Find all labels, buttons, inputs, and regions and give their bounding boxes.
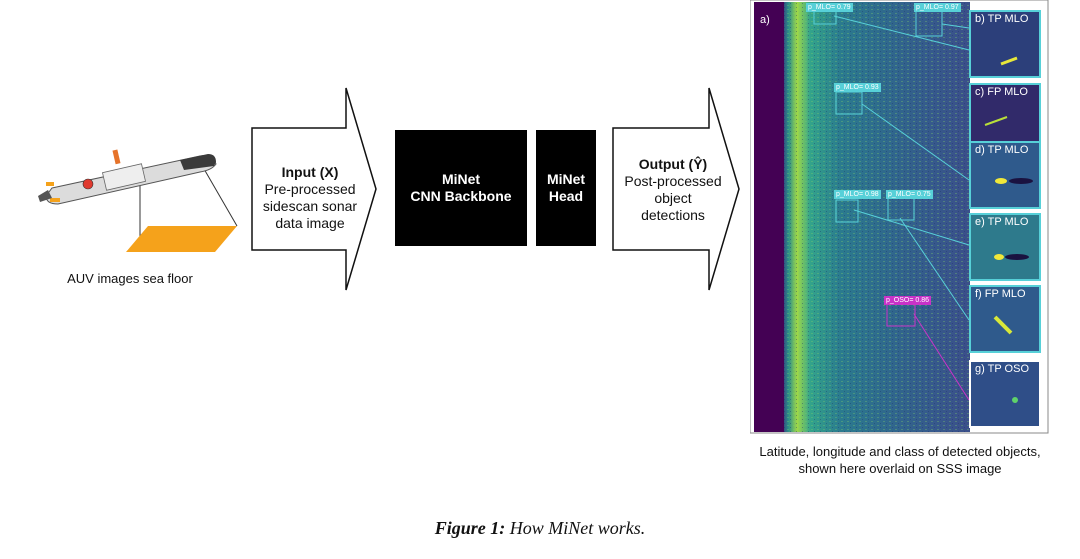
panel-caption-line-2: shown here overlaid on SSS image	[798, 461, 1002, 476]
detection-label: p_MLO= 0.98	[834, 190, 881, 199]
output-arrow-text: Output (Ŷ) Post-processed object detecti…	[615, 156, 731, 224]
auv-caption: AUV images sea floor	[67, 271, 193, 286]
panel-caption: Latitude, longitude and class of detecte…	[726, 443, 1074, 477]
minet-backbone-box: MiNet CNN Backbone	[395, 130, 527, 246]
inset-label: e) TP MLO	[975, 216, 1029, 228]
input-arrow-line-1: Pre-processed	[264, 181, 356, 197]
inset-label: c) FP MLO	[975, 86, 1028, 98]
sea-floor-footprint	[126, 226, 237, 252]
auv-vehicle	[38, 149, 217, 205]
inset-label: f) FP MLO	[975, 288, 1026, 300]
input-arrow-line-3: data image	[275, 215, 345, 231]
head-line-1: MiNet	[546, 171, 586, 187]
detection-label: p_MLO= 0.75	[886, 190, 933, 199]
input-arrow-line-2: sidescan sonar	[262, 198, 358, 214]
output-arrow-line-1: Post-processed	[624, 173, 722, 189]
detection-label: p_OSO= 0.86	[884, 296, 932, 305]
inset-label: d) TP MLO	[975, 144, 1029, 156]
backbone-line-2: CNN Backbone	[410, 188, 512, 204]
inset-e: e) TP MLO	[969, 213, 1041, 281]
output-arrow-title: Output (Ŷ)	[638, 156, 708, 172]
auv-illustration	[38, 149, 238, 252]
figure-caption: Figure 1: How MiNet works.	[0, 518, 1080, 539]
head-line-2: Head	[548, 188, 584, 204]
figure-caption-text: How MiNet works.	[505, 518, 646, 538]
input-arrow-title: Input (X)	[281, 164, 339, 180]
backbone-line-1: MiNet	[441, 171, 481, 187]
inset-label: b) TP MLO	[975, 13, 1029, 25]
figure-caption-prefix: Figure 1:	[434, 518, 506, 538]
inset-label: g) TP OSO	[975, 363, 1030, 375]
inset-d: d) TP MLO	[969, 141, 1041, 209]
input-arrow-text: Input (X) Pre-processed sidescan sonar d…	[254, 164, 366, 232]
detection-label: p_MLO= 0.79	[806, 3, 853, 12]
output-arrow-line-2: object	[654, 190, 692, 206]
inset-c: c) FP MLO	[969, 83, 1041, 151]
inset-g: g) TP OSO	[969, 360, 1041, 428]
output-arrow-line-3: detections	[641, 207, 705, 223]
inset-b: b) TP MLO	[969, 10, 1041, 78]
detection-label: p_MLO= 0.97	[914, 3, 961, 12]
sonar-main-label: a)	[760, 14, 770, 26]
output-arrow-shape	[612, 87, 740, 291]
sonar-beam-right	[199, 161, 238, 227]
input-arrow-shape	[251, 87, 377, 291]
inset-f: f) FP MLO	[969, 285, 1041, 353]
minet-head-box: MiNet Head	[536, 130, 596, 246]
panel-caption-line-1: Latitude, longitude and class of detecte…	[759, 444, 1041, 459]
detection-label: p_MLO= 0.93	[834, 83, 881, 92]
